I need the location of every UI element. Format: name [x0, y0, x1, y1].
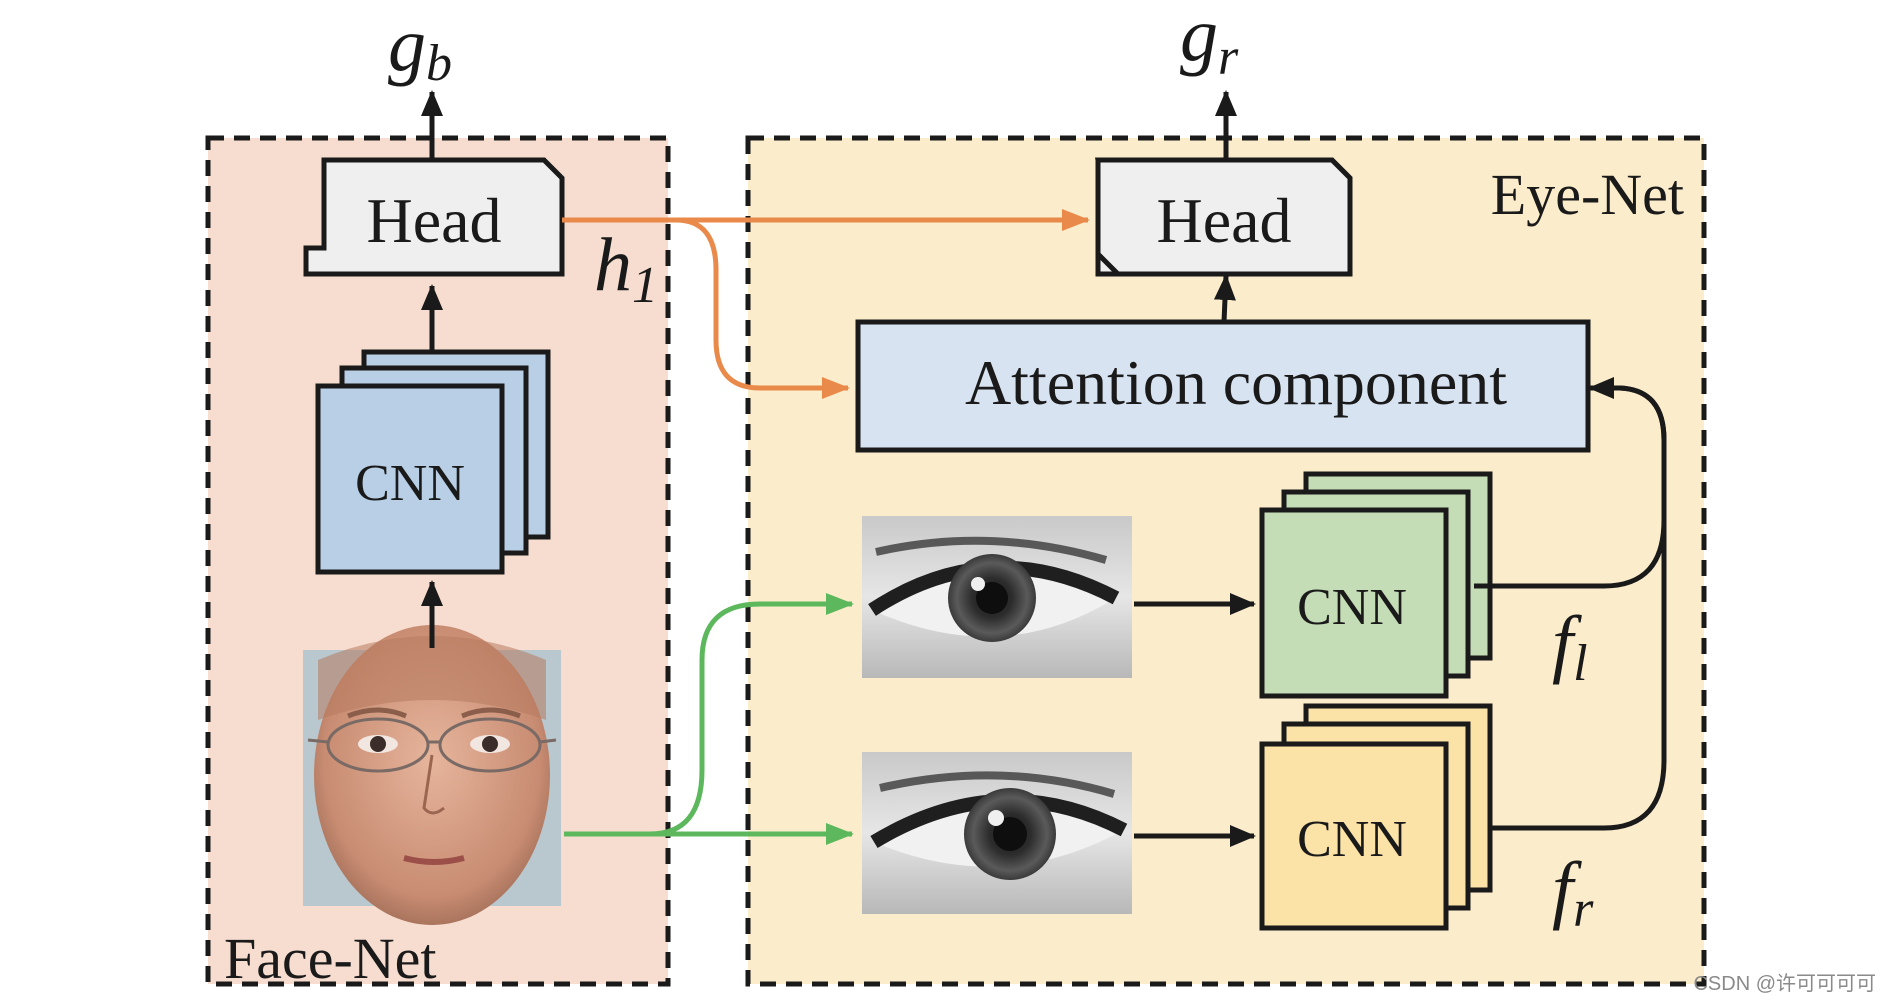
- eye-net-label: Eye-Net: [1491, 162, 1684, 227]
- face-net-label: Face-Net: [224, 926, 437, 991]
- left-cnn-label: CNN: [1297, 579, 1407, 636]
- feature-fl-label: fl: [1552, 601, 1588, 692]
- right-cnn-stack: CNN: [1259, 703, 1493, 931]
- face-head-label: Head: [366, 185, 501, 256]
- eye-net-group: Eye-Net Head gr Attention component: [745, 0, 1707, 987]
- output-gr-label: gr: [1180, 0, 1239, 86]
- attention-label: Attention component: [965, 347, 1507, 418]
- face-head-block: Head: [303, 157, 565, 277]
- attention-block: Attention component: [855, 319, 1591, 453]
- output-gr-subscript: r: [1218, 29, 1239, 86]
- head-feature-h1-symbol: h: [594, 223, 632, 307]
- face-photo-icon: [303, 625, 561, 925]
- left-cnn-stack: CNN: [1259, 471, 1493, 699]
- output-gb-subscript: b: [426, 35, 452, 92]
- head-feature-h1-label: h1: [594, 223, 658, 314]
- left-eye-photo-icon: [862, 516, 1132, 678]
- output-gb-label: gb: [388, 3, 452, 92]
- face-net-group: Face-Net: [205, 3, 671, 991]
- feature-fr-subscript: r: [1573, 881, 1594, 938]
- watermark-text: CSDN @许可可可可: [1693, 972, 1876, 995]
- output-gr-symbol: g: [1180, 0, 1218, 77]
- attention-to-head-arrow: [1213, 274, 1236, 323]
- output-gb-symbol: g: [388, 3, 426, 87]
- face-to-left-eye-arrow: [564, 593, 854, 837]
- head-feature-h1-subscript: 1: [632, 257, 658, 314]
- right-eye-photo-icon: [862, 752, 1132, 914]
- feature-fl-subscript: l: [1573, 635, 1587, 692]
- head-feature-to-attention-arrow: [675, 217, 850, 399]
- face-cnn-label: CNN: [355, 455, 465, 512]
- right-feature-connector: [1490, 377, 1667, 831]
- eye-head-block: Head: [1094, 157, 1353, 277]
- eye-head-label: Head: [1156, 185, 1291, 256]
- face-cnn-stack: CNN: [315, 349, 551, 575]
- right-cnn-label: CNN: [1297, 811, 1407, 868]
